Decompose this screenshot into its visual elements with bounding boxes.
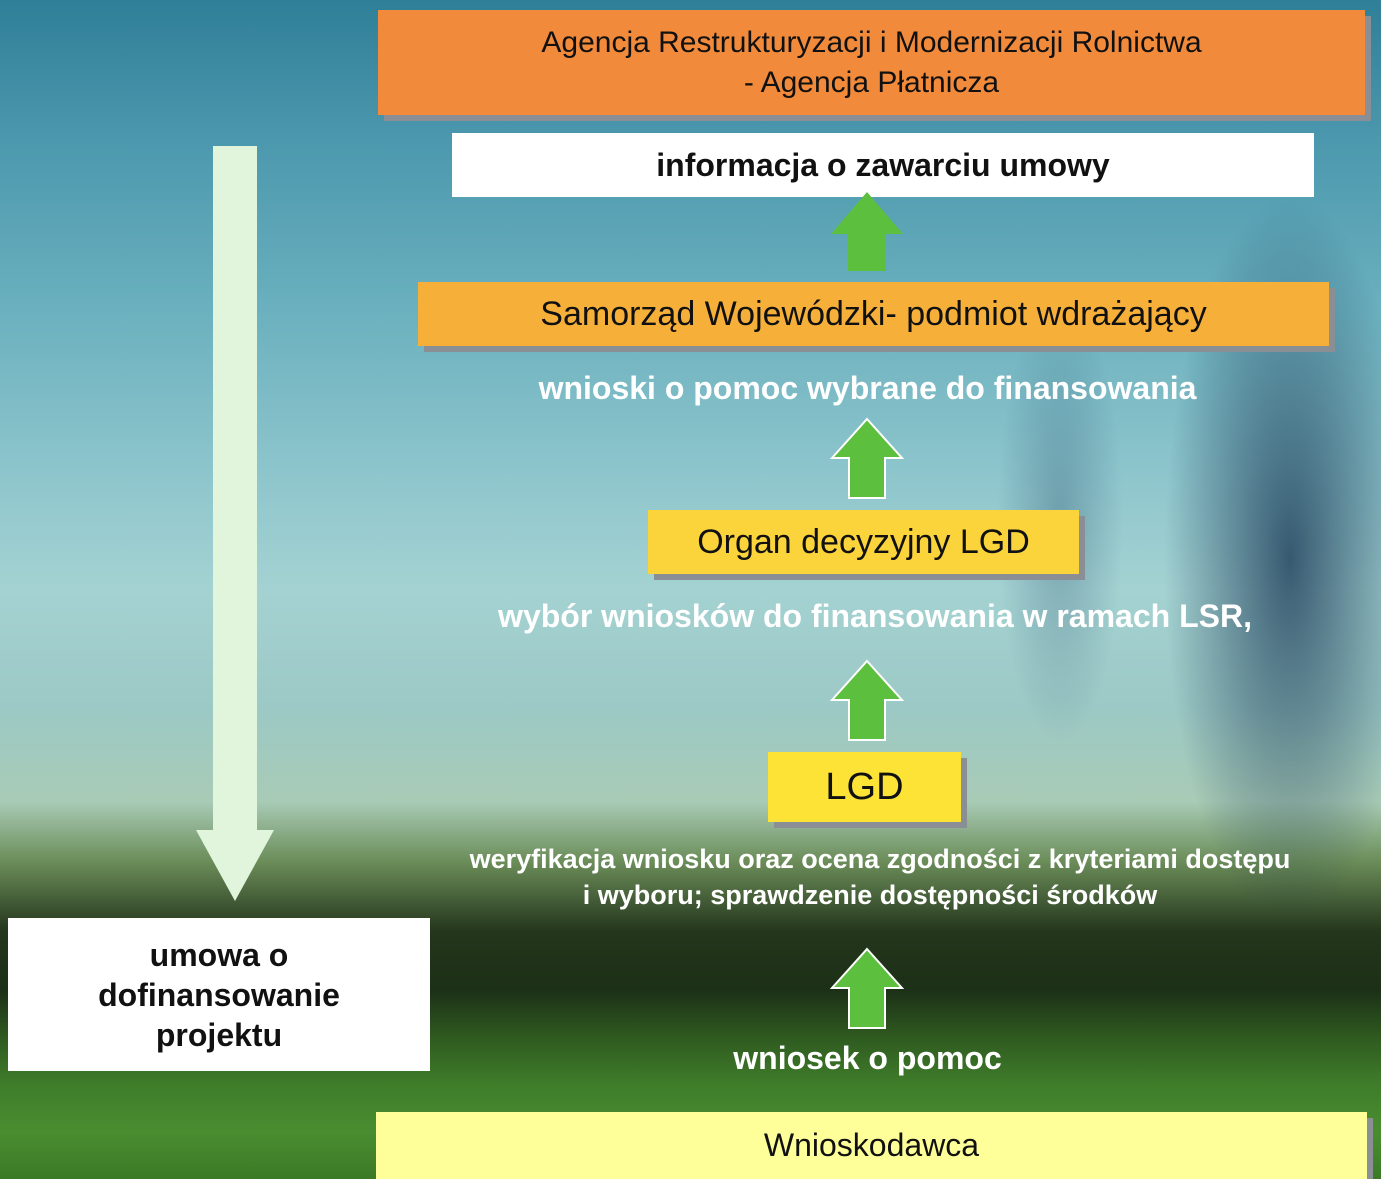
samorzad-label: Samorząd Wojewódzki- podmiot wdrażający — [540, 294, 1207, 333]
umowa-label: umowa o dofinansowanie projektu — [98, 936, 340, 1053]
wybor-label: wybór wniosków do finansowania w ramach … — [498, 598, 1252, 634]
up-arrow-3 — [829, 659, 905, 741]
up-arrow-2 — [829, 417, 905, 499]
info-umowa-box: informacja o zawarciu umowy — [452, 133, 1314, 197]
wnioskodawca-label: Wnioskodawca — [763, 1127, 980, 1163]
arimr-box-label: Agencja Restrukturyzacji i Modernizacji … — [541, 25, 1202, 99]
down-arrow — [196, 146, 274, 901]
wybrane-label: wnioski o pomoc wybrane do finansowania — [538, 370, 1197, 406]
umowa-box: umowa o dofinansowanie projektu — [8, 918, 430, 1071]
organ-box: Organ decyzyjny LGD — [648, 510, 1079, 574]
samorzad-box: Samorząd Wojewódzki- podmiot wdrażający — [418, 282, 1329, 346]
weryfikacja-label-line1: weryfikacja wniosku oraz ocena zgodności… — [469, 844, 1291, 874]
lgd-label: LGD — [825, 765, 904, 808]
wniosek-label: wniosek o pomoc — [733, 1040, 1002, 1076]
wnioskodawca-box: Wnioskodawca — [376, 1112, 1367, 1179]
up-arrow-4 — [829, 947, 905, 1029]
up-arrow-solid — [831, 192, 903, 271]
info-umowa-label: informacja o zawarciu umowy — [656, 146, 1110, 183]
organ-label: Organ decyzyjny LGD — [697, 522, 1030, 561]
weryfikacja-label-line2: i wyboru; sprawdzenie dostępności środkó… — [582, 880, 1158, 910]
lgd-box: LGD — [768, 752, 961, 822]
arimr-box: Agencja Restrukturyzacji i Modernizacji … — [378, 10, 1365, 115]
